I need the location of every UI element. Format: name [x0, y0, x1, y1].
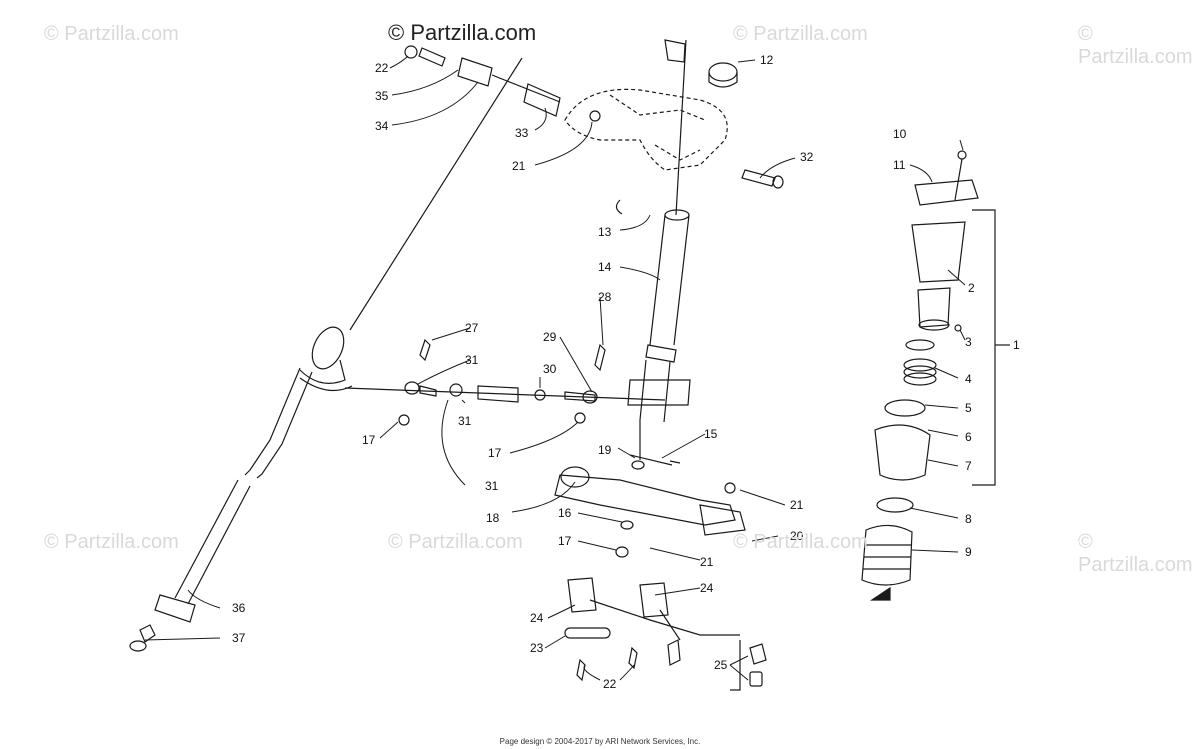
- callout-22: 22: [603, 677, 617, 691]
- callout-8: 8: [965, 512, 972, 526]
- callout-2: 2: [968, 281, 975, 295]
- callout-18: 18: [486, 511, 500, 525]
- watermark-mid-far-right: © Partzilla.com: [1078, 531, 1193, 576]
- callout-16: 16: [558, 506, 572, 520]
- callout-17-c: 17: [558, 534, 572, 548]
- callout-37: 37: [232, 631, 246, 645]
- watermark-mid-left: © Partzilla.com: [44, 531, 179, 553]
- watermark-mid-right: © Partzilla.com: [733, 531, 868, 553]
- intermediate-shaft: [344, 338, 666, 426]
- callout-labels: 22 35 34 33 21 12 32 13 14 10 11 2 3 1 4…: [232, 53, 1020, 691]
- callout-27: 29: [543, 330, 557, 344]
- callout-6: 6: [965, 430, 972, 444]
- callout-34: 34: [375, 119, 389, 133]
- bracket-hardware: [615, 39, 784, 215]
- callout-1: 1: [1013, 338, 1020, 352]
- callout-9: 9: [965, 545, 972, 559]
- callout-28: 30: [543, 362, 557, 376]
- callout-23: 23: [530, 641, 544, 655]
- callout-35: 35: [375, 89, 389, 103]
- tie-rod-linkage: [404, 45, 601, 122]
- callout-29: 31: [458, 414, 472, 428]
- callout-24-b: 24: [530, 611, 544, 625]
- page-footer: Page design © 2004-2017 by ARI Network S…: [499, 737, 701, 746]
- callout-4: 4: [965, 372, 972, 386]
- callout-13: 13: [598, 225, 612, 239]
- callout-3: 3: [965, 335, 972, 349]
- callout-36: 36: [232, 601, 246, 615]
- callout-21-a: 22: [375, 61, 389, 75]
- callout-19: 19: [598, 443, 612, 457]
- callout-33: 33: [515, 126, 529, 140]
- watermark-mid-center: © Partzilla.com: [388, 531, 523, 553]
- callout-31: 31: [465, 353, 479, 367]
- column-assembly: [861, 150, 1010, 601]
- callout-25: 25: [714, 658, 728, 672]
- callout-24-a: 24: [700, 581, 714, 595]
- callout-32: 32: [800, 150, 814, 164]
- leader-lines: [144, 55, 966, 681]
- callout-30: 31: [485, 479, 499, 493]
- callout-17-a: 17: [362, 433, 376, 447]
- watermark-top-right: © Partzilla.com: [733, 23, 868, 45]
- watermark-top-left: © Partzilla.com: [44, 23, 179, 45]
- watermark-top-far-right: © Partzilla.com: [1078, 23, 1193, 68]
- steering-tube-bracket: [554, 460, 746, 558]
- callout-10: 10: [893, 127, 907, 141]
- callout-26-a: 27: [465, 321, 479, 335]
- steering-shaft: [129, 57, 523, 652]
- callout-14: 14: [598, 260, 612, 274]
- callout-5: 5: [965, 401, 972, 415]
- callout-26-b: 28: [598, 290, 612, 304]
- callout-21-c: 21: [790, 498, 804, 512]
- steering-post: [627, 39, 691, 466]
- callout-20: 20: [790, 529, 804, 543]
- callout-21-d: 21: [700, 555, 714, 569]
- callout-11: 11: [893, 158, 906, 172]
- callout-17-b: 17: [488, 446, 502, 460]
- upper-steering-bracket: [564, 88, 728, 171]
- callout-7: 7: [965, 459, 972, 473]
- sensor-harness: [564, 577, 767, 691]
- callout-21-b: 21: [512, 159, 526, 173]
- watermark-header: © Partzilla.com: [388, 20, 537, 45]
- callout-12: 12: [760, 53, 774, 67]
- callout-15: 15: [704, 427, 718, 441]
